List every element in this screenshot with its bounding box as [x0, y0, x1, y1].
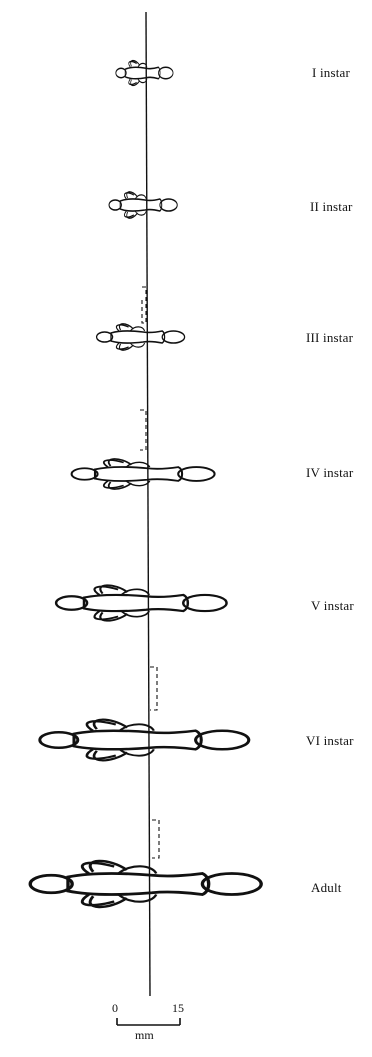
specimen-instar-5	[54, 584, 228, 622]
specimen-instar-1	[115, 59, 174, 87]
dashed-marker	[150, 666, 158, 711]
stage-label-instar-4: IV instar	[306, 465, 354, 480]
dashed-marker	[140, 409, 147, 451]
scale-start-label: 0	[112, 1001, 118, 1015]
stage-label-instar-3: III instar	[306, 330, 354, 345]
central-axis	[145, 11, 151, 997]
stage-label-instar-6: VI instar	[306, 733, 354, 748]
specimen-instar-6	[38, 718, 251, 762]
stage-label-instar-2: II instar	[310, 199, 353, 214]
specimen-instar-2	[108, 191, 179, 219]
specimen-instar-3	[95, 323, 186, 351]
scale-bar	[116, 1018, 181, 1026]
specimen-instar-4	[70, 457, 216, 491]
stage-label-instar-5: V instar	[311, 598, 354, 613]
scale-unit-label: mm	[135, 1028, 154, 1042]
specimen-adult	[28, 859, 263, 909]
scale-end-label: 15	[172, 1001, 184, 1015]
dashed-marker	[152, 819, 160, 859]
dashed-marker	[141, 286, 147, 324]
stage-label-adult: Adult	[311, 880, 342, 895]
stage-label-instar-1: I instar	[312, 65, 351, 80]
